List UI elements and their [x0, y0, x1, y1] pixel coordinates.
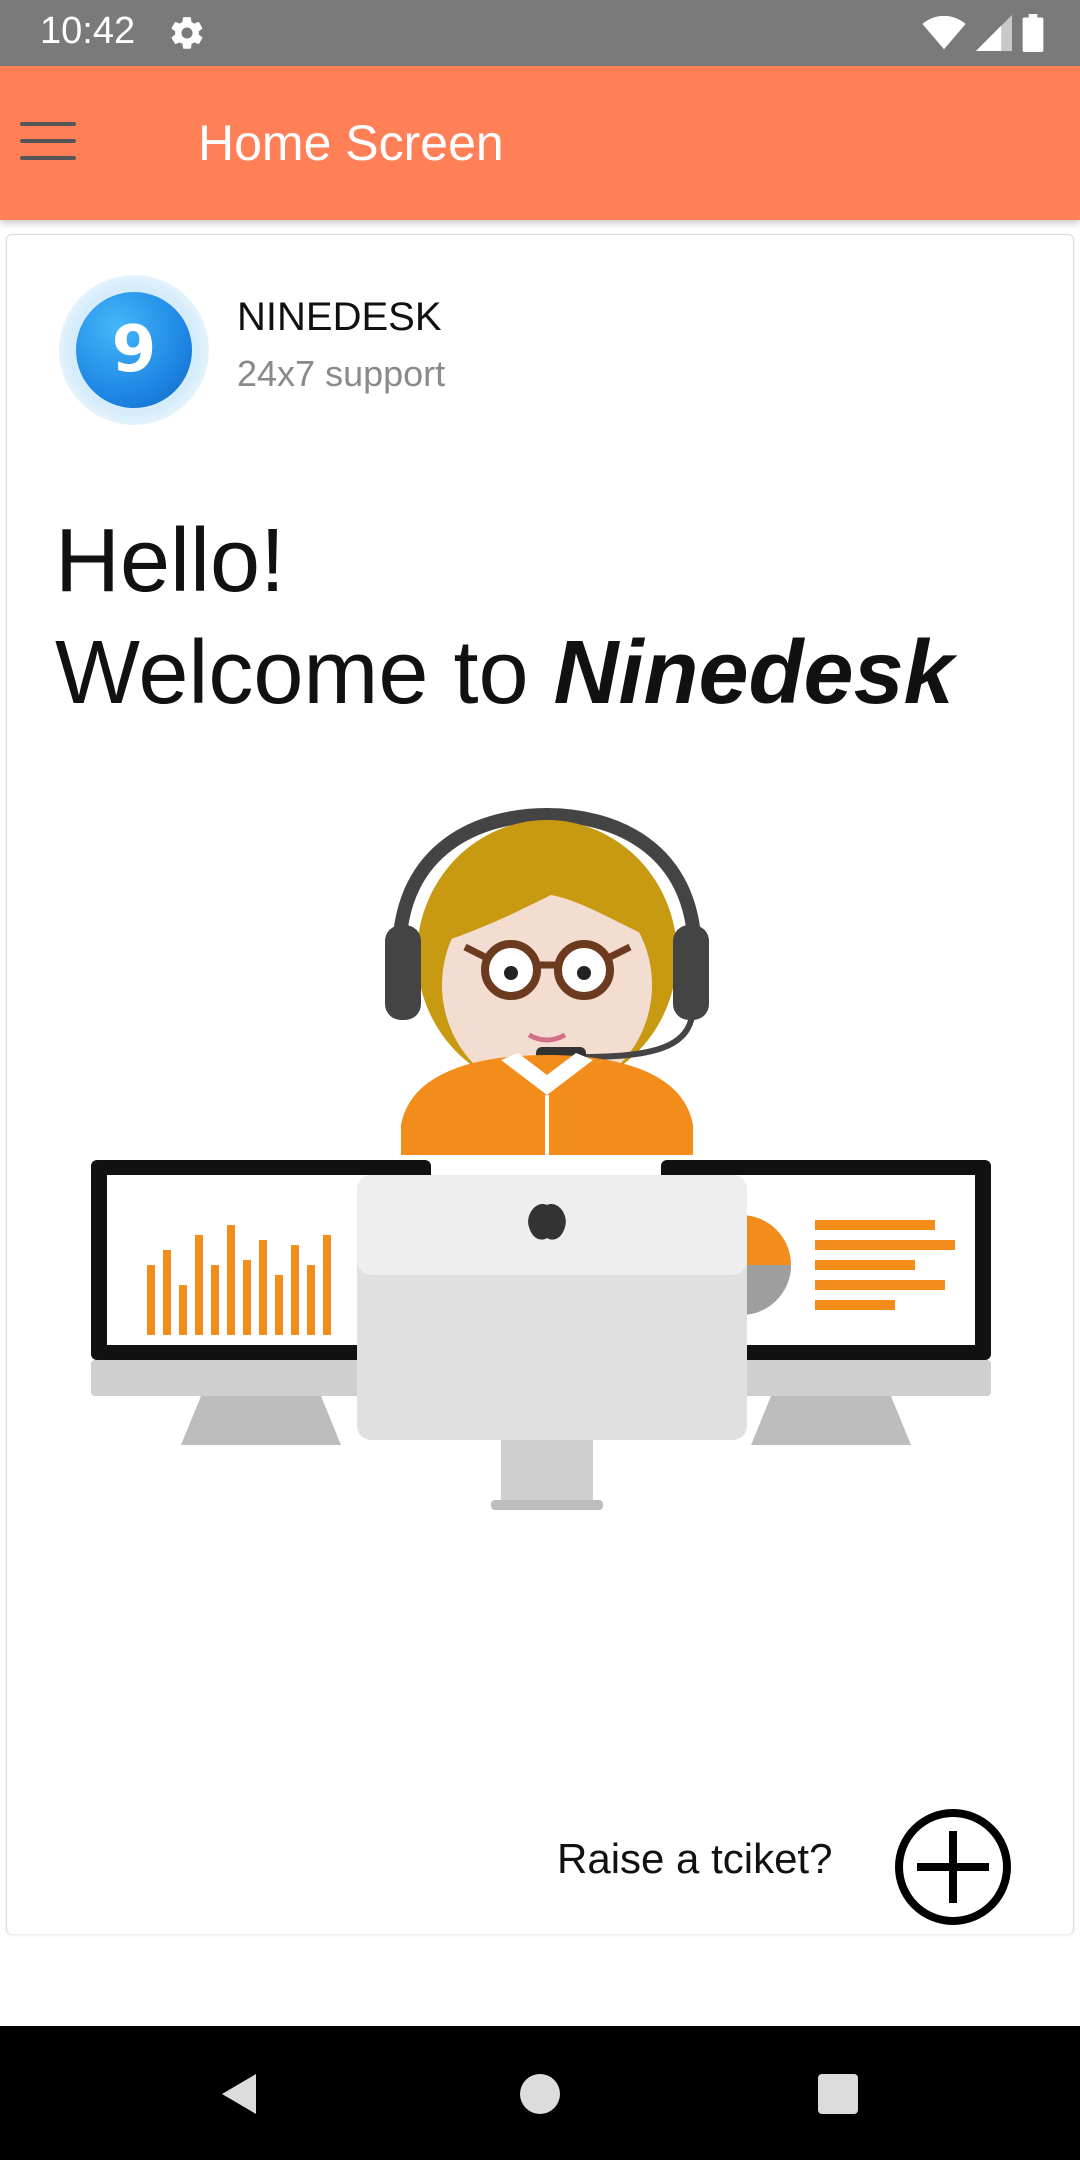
- back-icon[interactable]: [218, 2072, 262, 2116]
- raise-ticket-label: Raise a tciket?: [557, 1835, 833, 1882]
- bar-chart-graphic: [147, 1225, 331, 1335]
- gear-icon: [171, 17, 203, 49]
- brand-tagline: 24x7 support: [237, 353, 446, 394]
- brand-name: NINEDESK: [237, 295, 442, 339]
- home-icon[interactable]: [520, 2074, 560, 2114]
- page-title: Home Screen: [198, 115, 504, 171]
- status-bar: 10:42: [0, 0, 1080, 66]
- support-agent-illustration: [91, 807, 991, 1510]
- battery-icon: [1022, 14, 1044, 52]
- wifi-icon: [922, 15, 966, 50]
- system-nav-bar: [0, 2026, 1080, 2160]
- welcome-prefix: Welcome to: [55, 623, 554, 723]
- home-card: 9 NINEDESK 24x7 support Hello! Welcome t…: [6, 234, 1074, 1934]
- hamburger-menu-icon[interactable]: [18, 116, 78, 166]
- greeting-hello: Hello!: [55, 511, 286, 611]
- ninedesk-logo: 9: [59, 275, 209, 425]
- welcome-brand: Ninedesk: [553, 623, 954, 723]
- status-icons: [922, 14, 1044, 52]
- greeting-welcome: Welcome to Ninedesk: [55, 617, 954, 729]
- signal-icon: [976, 15, 1012, 51]
- app-bar: Home Screen: [0, 66, 1080, 220]
- plus-circle-icon[interactable]: [893, 1807, 1013, 1927]
- status-time: 10:42: [40, 10, 136, 52]
- logo-number: 9: [76, 292, 192, 408]
- recents-icon[interactable]: [818, 2074, 858, 2114]
